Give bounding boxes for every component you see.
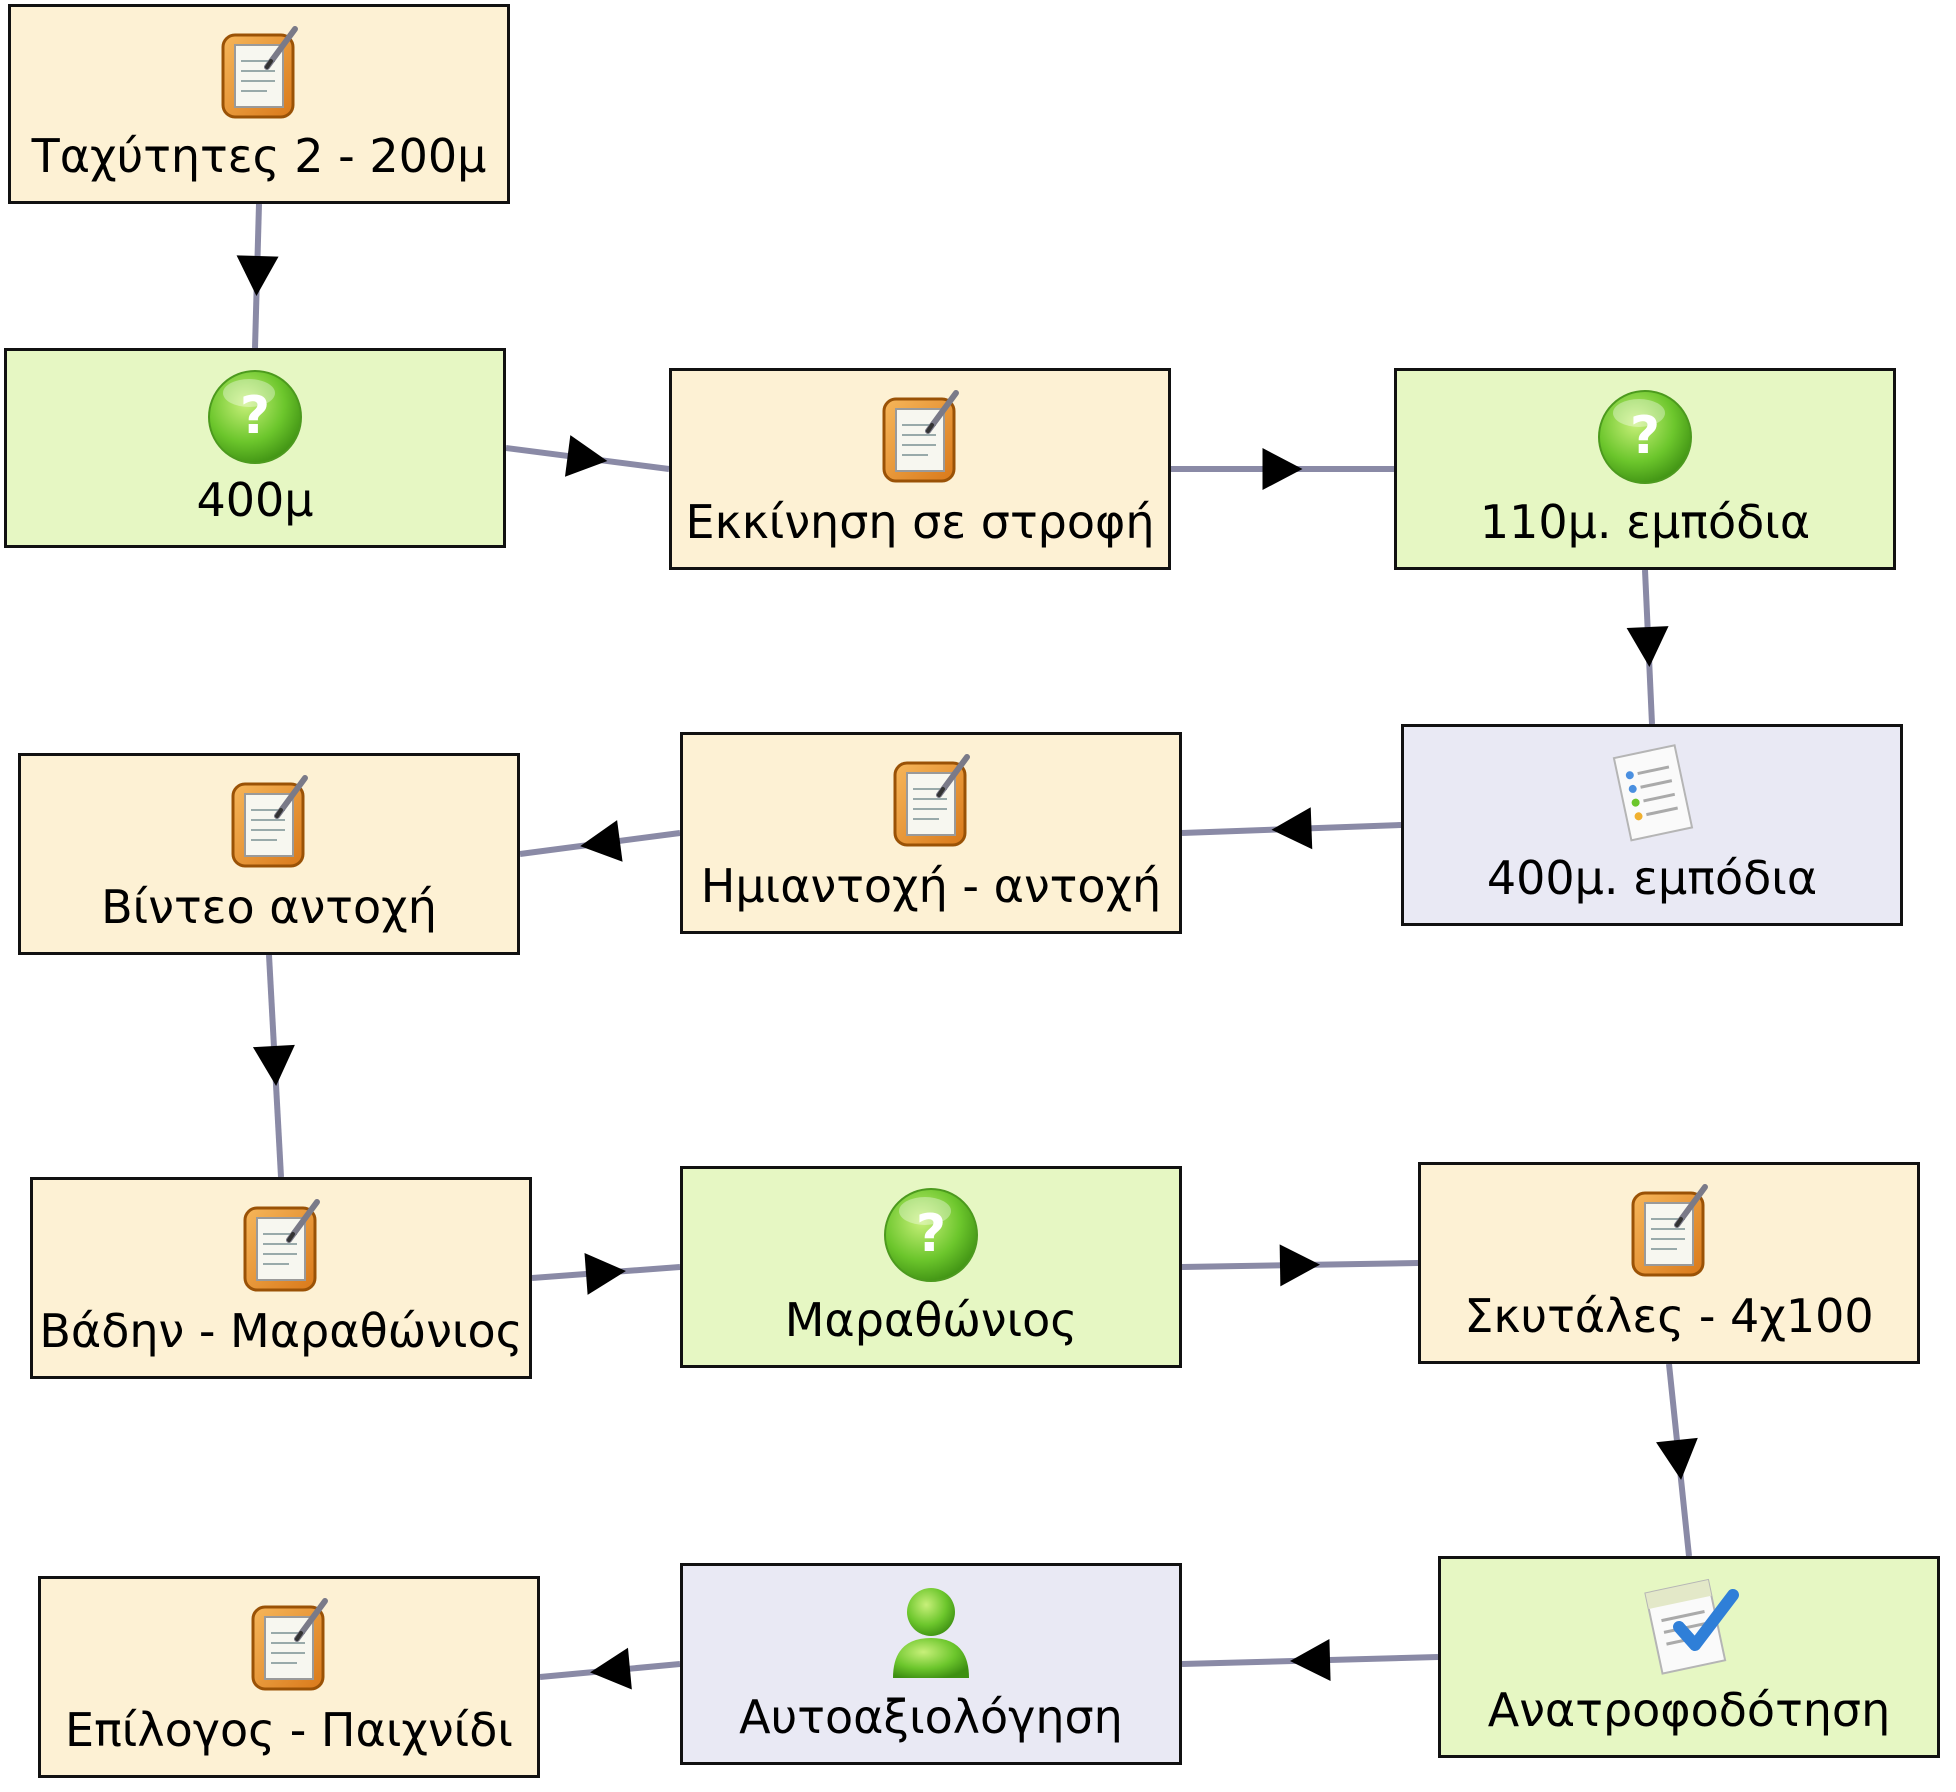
node-label: 400μ	[196, 473, 314, 527]
activity-node-n9[interactable]: Μαραθώνιος	[680, 1166, 1182, 1368]
question-icon	[205, 367, 305, 467]
question-icon	[881, 1185, 981, 1285]
node-label: Αυτοαξιολόγηση	[739, 1690, 1123, 1744]
arrowhead	[1262, 448, 1303, 490]
arrowhead	[1626, 626, 1669, 667]
arrowhead	[580, 820, 623, 862]
node-label: Επίλογος - Παιχνίδι	[65, 1703, 513, 1757]
node-label: Ταχύτητες 2 - 200μ	[31, 129, 487, 183]
node-label: 110μ. εμπόδια	[1479, 495, 1811, 549]
clipboard-icon	[209, 23, 309, 123]
clipboard-icon	[870, 387, 970, 487]
activity-node-n13[interactable]: Επίλογος - Παιχνίδι	[38, 1576, 540, 1778]
node-label: 400μ. εμπόδια	[1486, 851, 1818, 905]
activity-node-n5[interactable]: 400μ. εμπόδια	[1401, 724, 1903, 926]
clipboard-icon	[219, 772, 319, 872]
arrowhead	[252, 1044, 295, 1086]
node-label: Ανατροφοδότηση	[1487, 1683, 1891, 1737]
clipboard-icon	[239, 1595, 339, 1695]
activity-node-n12[interactable]: Αυτοαξιολόγηση	[680, 1563, 1182, 1765]
arrowhead	[1290, 1638, 1331, 1681]
document-list-icon	[1602, 743, 1702, 843]
arrowhead	[1279, 1244, 1320, 1287]
clipboard-icon	[231, 1196, 331, 1296]
activity-node-n8[interactable]: Βάδην - Μαραθώνιος	[30, 1177, 532, 1379]
activity-node-n7[interactable]: Βίντεο αντοχή	[18, 753, 520, 955]
arrowhead	[564, 435, 608, 477]
activity-node-n10[interactable]: Σκυτάλες - 4χ100	[1418, 1162, 1920, 1364]
activity-node-n11[interactable]: Ανατροφοδότηση	[1438, 1556, 1940, 1758]
activity-node-n6[interactable]: Ημιαντοχή - αντοχή	[680, 732, 1182, 934]
node-label: Βάδην - Μαραθώνιος	[39, 1304, 523, 1358]
arrowhead	[590, 1647, 632, 1690]
activity-node-n3[interactable]: Εκκίνηση σε στροφή	[669, 368, 1171, 570]
node-label: Βίντεο αντοχή	[101, 880, 437, 934]
clipboard-icon	[881, 751, 981, 851]
arrowhead	[1271, 807, 1313, 850]
node-label: Μαραθώνιος	[784, 1293, 1078, 1347]
arrowhead	[1656, 1437, 1698, 1480]
user-icon	[881, 1582, 981, 1682]
node-label: Ημιαντοχή - αντοχή	[700, 859, 1162, 913]
checklist-icon	[1639, 1575, 1739, 1675]
node-label: Σκυτάλες - 4χ100	[1464, 1289, 1874, 1343]
clipboard-icon	[1619, 1181, 1719, 1281]
activity-node-n2[interactable]: 400μ	[4, 348, 506, 548]
node-label: Εκκίνηση σε στροφή	[685, 495, 1155, 549]
arrowhead	[584, 1253, 626, 1295]
question-icon	[1595, 387, 1695, 487]
activity-node-n1[interactable]: Ταχύτητες 2 - 200μ	[8, 4, 510, 204]
arrowhead	[236, 255, 279, 296]
activity-node-n4[interactable]: 110μ. εμπόδια	[1394, 368, 1896, 570]
